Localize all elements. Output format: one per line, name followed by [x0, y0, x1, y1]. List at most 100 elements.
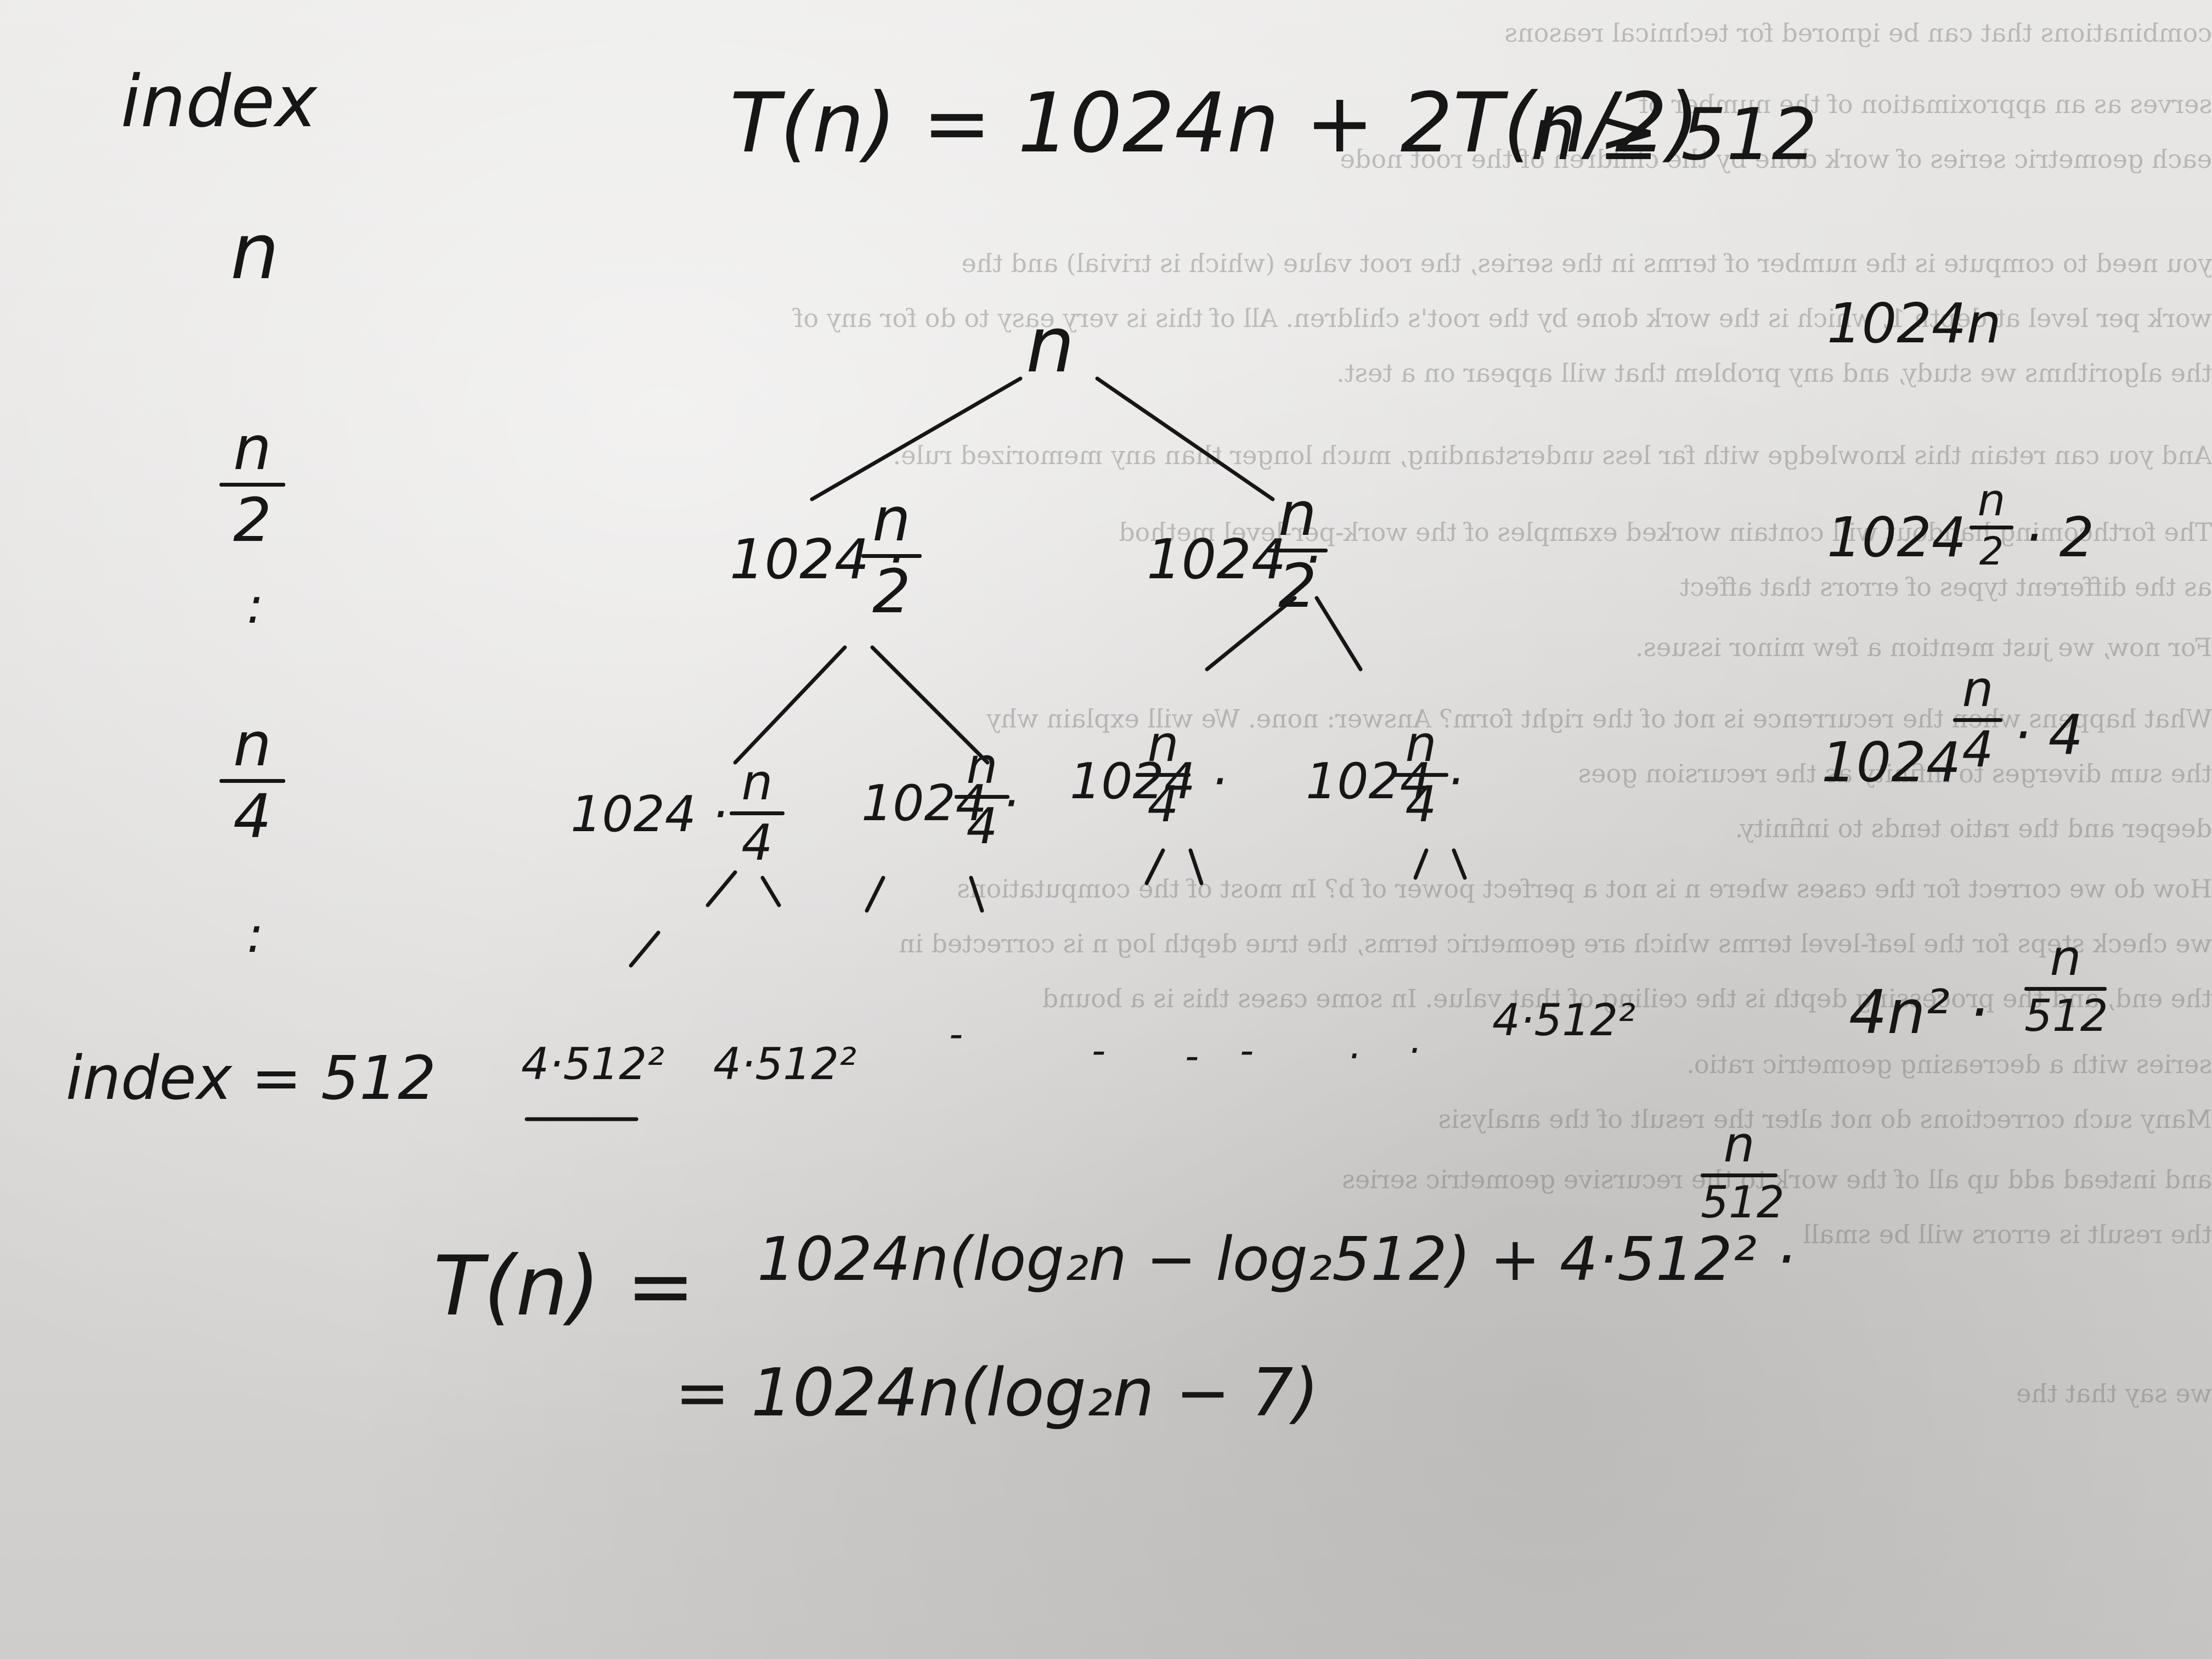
tree-edge-short — [1188, 848, 1204, 885]
tree-edge — [810, 376, 1023, 501]
node-prefix: 1024 · — [1070, 753, 1227, 810]
fraction-denominator: 4 — [741, 814, 773, 872]
level-sum-2-suffix: · 4 — [2013, 703, 2084, 767]
tree-node-level2-fraction: n 4 — [1393, 715, 1448, 833]
fraction-numerator: n — [233, 413, 272, 483]
fraction-numerator: n — [1278, 479, 1317, 549]
fraction-denominator: 2 — [233, 484, 272, 555]
fraction-numerator: n — [741, 754, 773, 811]
tree-node-level2: 1024 · — [1070, 757, 1227, 806]
fraction-denominator: 4 — [1405, 775, 1437, 833]
tree-edge-short — [1452, 848, 1467, 880]
fraction-denominator: 2 — [1278, 550, 1317, 621]
index-n: n — [230, 207, 279, 297]
fraction-bar — [861, 554, 922, 558]
fraction-denominator: 512 — [2024, 990, 2108, 1041]
fraction-denominator: 4 — [233, 781, 272, 851]
tree-node-level1-fraction: n 2 — [1267, 479, 1328, 621]
node-prefix: 1024 · — [861, 775, 1019, 832]
index-bottom-label: index = 512 — [66, 1043, 436, 1113]
tree-leaf: 4·512² — [521, 1039, 665, 1090]
ellipsis-mark: . — [1410, 1017, 1423, 1062]
index-label: index — [121, 60, 317, 143]
tree-edge — [1205, 596, 1297, 672]
fraction-numerator: n — [1405, 715, 1437, 773]
tree-node-level2: 1024 · — [571, 790, 727, 839]
tree-edge-short — [706, 870, 737, 907]
fraction-numerator: n — [233, 709, 272, 780]
level-sum-1-prefix: 1024 — [1827, 505, 1967, 569]
result-line2: = 1024n(log₂n − 7) — [675, 1355, 1319, 1431]
result-line1: 1024n(log₂n − log₂512) + 4·512² · — [757, 1224, 1795, 1294]
fraction-bar — [2024, 986, 2107, 991]
ellipsis-mark: - — [1092, 1028, 1106, 1073]
tree-node-level1-fraction: n 2 — [861, 488, 922, 623]
base-case-condition: n ≥ 512 — [1531, 93, 1818, 176]
tree-node-level1: 1024 · — [1147, 532, 1321, 587]
tree-edge-short — [969, 876, 984, 913]
fraction-bar — [1701, 1173, 1778, 1177]
level-sum-leaf-fraction: n 512 — [2024, 929, 2108, 1041]
tree-edge-short — [865, 876, 885, 913]
fraction-bar — [1953, 718, 2002, 722]
fraction-bar — [219, 482, 285, 487]
tree-edge-short — [760, 876, 781, 907]
tree-leaf: 4·512² — [1492, 995, 1636, 1046]
fraction-numerator: n — [1147, 715, 1179, 773]
result-line1-fraction: n 512 — [1701, 1116, 1785, 1226]
index-fraction-n-over-2: n 2 — [219, 413, 285, 555]
tree-node-level2: 1024 · — [1306, 757, 1463, 806]
fraction-bar — [955, 794, 1009, 799]
tree-node-level2-fraction: n 4 — [1136, 715, 1190, 833]
tree-node-level1: 1024 · — [730, 532, 904, 587]
fraction-bar — [1267, 548, 1328, 552]
index-dots: : — [247, 906, 264, 964]
tree-edge — [733, 645, 847, 765]
fraction-numerator: n — [2050, 929, 2081, 987]
node-prefix: 1024 · — [730, 527, 905, 591]
tree-edge — [870, 645, 990, 765]
fraction-bar — [1393, 772, 1448, 777]
tree-node-level2-fraction: n 4 — [730, 757, 785, 869]
tree-node-level2-fraction: n 4 — [955, 737, 1009, 855]
node-prefix: 1024 · — [571, 786, 728, 843]
fraction-denominator: 2 — [1979, 529, 2004, 574]
tree-root: n — [1026, 301, 1075, 390]
index-fraction-n-over-4: n 4 — [219, 713, 285, 848]
ellipsis-mark: - — [1240, 1028, 1254, 1073]
fraction-bar — [730, 811, 785, 815]
node-prefix: 1024 · — [1147, 527, 1322, 591]
tree-edge-short — [1144, 848, 1165, 885]
fraction-numerator: n — [1723, 1116, 1755, 1173]
fraction-numerator: n — [872, 484, 911, 555]
tree-edge-short — [629, 930, 661, 968]
fraction-numerator: n — [1962, 661, 1994, 718]
fraction-numerator: n — [966, 737, 998, 795]
tree-node-level2: 1024 · — [861, 779, 1018, 828]
ellipsis-mark: - — [1185, 1034, 1199, 1079]
fraction-denominator: 4 — [1962, 720, 1994, 778]
level-sum-2-prefix: 1024 — [1821, 730, 1961, 794]
ellipsis-mark: . — [1350, 1023, 1362, 1068]
fraction-bar — [219, 778, 285, 783]
fraction-denominator: 4 — [1147, 775, 1179, 833]
index-dots: : — [247, 577, 264, 635]
fraction-numerator: n — [1977, 475, 2006, 526]
level-sum-0: 1024n — [1827, 291, 2001, 356]
fraction-denominator: 2 — [872, 556, 911, 627]
fraction-bar — [1136, 772, 1190, 777]
fraction-denominator: 4 — [966, 797, 998, 855]
ellipsis-mark: - — [949, 1012, 963, 1057]
level-sum-1-suffix: · 2 — [2024, 505, 2095, 569]
node-prefix: 1024 · — [1306, 753, 1463, 810]
tree-edge — [1314, 596, 1363, 672]
tree-edge-short — [1413, 848, 1429, 880]
result-lhs: T(n) = — [433, 1239, 696, 1334]
level-sum-leaf-prefix: 4n² · — [1849, 977, 1988, 1047]
tree-leaf: 4·512² — [713, 1039, 857, 1090]
recurrence-equation: T(n) = 1024n + 2T(n/2) — [730, 76, 1700, 171]
tree-edge — [1095, 376, 1275, 501]
level-sum-2-fraction: n 4 — [1953, 661, 2002, 778]
